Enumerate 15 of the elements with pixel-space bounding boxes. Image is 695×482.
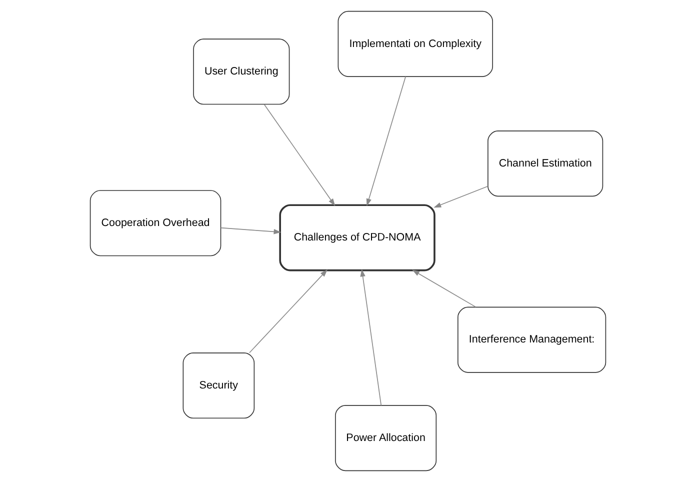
arrow bbox=[433, 186, 488, 208]
node-box: Channel Estimation bbox=[487, 130, 603, 197]
node-box: Challenges of CPD-NOMA bbox=[278, 204, 435, 272]
node-box: Power Allocation bbox=[334, 405, 436, 472]
arrow bbox=[248, 270, 327, 354]
arrow bbox=[366, 76, 406, 206]
arrow bbox=[263, 104, 335, 206]
arrow bbox=[360, 269, 382, 406]
node-box: Implementati on Complexity bbox=[337, 10, 492, 77]
arrow bbox=[412, 270, 476, 308]
arrow bbox=[220, 227, 281, 234]
node-box: Cooperation Overhead bbox=[89, 190, 221, 256]
node-box: Security bbox=[182, 352, 254, 419]
node-box: User Clustering bbox=[192, 38, 290, 105]
node-box: Interference Management: bbox=[457, 306, 606, 373]
